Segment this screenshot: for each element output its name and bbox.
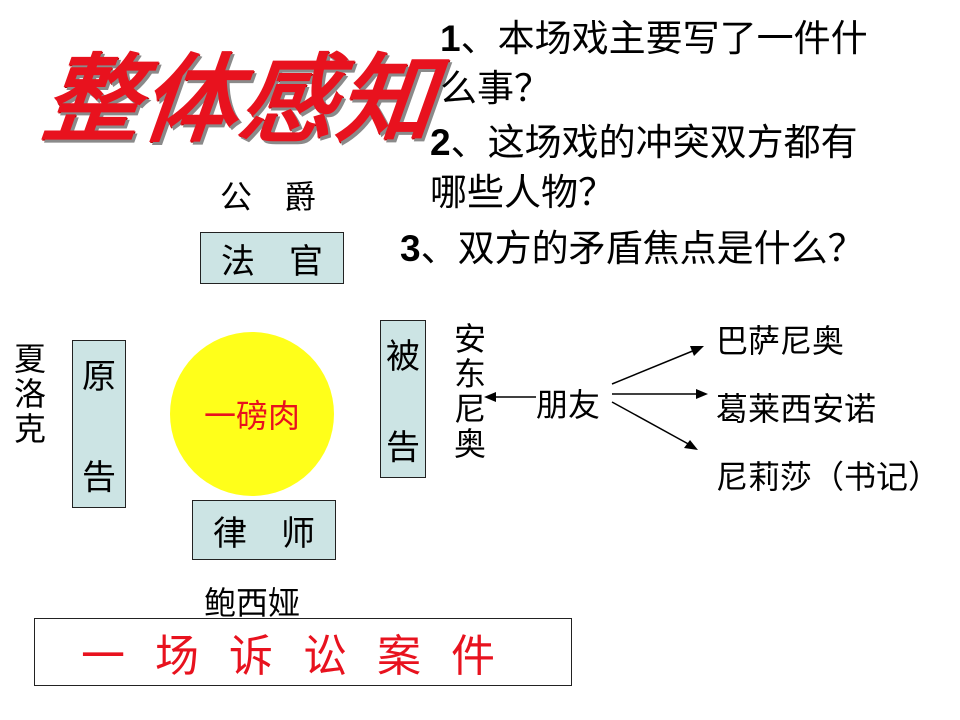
plaintiff-name: 夏 洛 克 — [12, 342, 48, 447]
pound-of-flesh-label: 一磅肉 — [203, 397, 300, 435]
defendant-box: 被 告 — [380, 320, 426, 478]
plaintiff-box: 原 告 — [72, 340, 126, 508]
arrowhead-nerissa — [684, 440, 698, 450]
judge-box: 法 官 — [200, 232, 344, 284]
case-box: 一场诉讼案件 — [34, 618, 572, 686]
question-2-text: 、这场戏的冲突双方都有 — [450, 121, 858, 164]
lawyer-box: 律 师 — [192, 500, 336, 560]
defendant-char-1: 被 — [386, 337, 420, 377]
question-2-number: 2 — [430, 122, 451, 163]
question-1-text: 、本场戏主要写了一件什 — [460, 17, 868, 60]
defendant-name: 安 东 尼 奥 — [452, 322, 488, 462]
question-3-text: 、双方的矛盾焦点是什么？ — [420, 227, 865, 270]
question-1-text-cont: 么事？ — [440, 67, 551, 110]
arrowhead-gratiano — [696, 389, 708, 399]
plaintiff-name-char: 克 — [13, 410, 46, 448]
slide-title: 整体感知 — [38, 43, 443, 156]
question-3: 3、双方的矛盾焦点是什么？ — [400, 224, 865, 274]
question-1-number: 1 — [440, 18, 461, 59]
plaintiff-name-char: 夏 — [13, 340, 46, 378]
arrow-to-bassanio — [611, 347, 701, 385]
lawyer-label: 律 师 — [213, 513, 315, 554]
lawyer-name: 鲍西娅 — [204, 584, 301, 622]
defendant-name-char: 奥 — [453, 425, 486, 463]
case-label: 一场诉讼案件 — [81, 631, 525, 682]
judge-label: 法 官 — [221, 241, 323, 282]
arrow-to-nerissa — [611, 401, 693, 447]
plaintiff-char-2: 告 — [82, 458, 116, 498]
question-1: 1、本场戏主要写了一件什 么事？ — [440, 14, 868, 114]
question-2-text-cont: 哪些人物？ — [430, 171, 615, 214]
duke-label: 公 爵 — [220, 178, 317, 216]
plaintiff-char-1: 原 — [82, 357, 116, 397]
defendant-char-2: 告 — [386, 428, 420, 468]
pound-of-flesh-circle: 一磅肉 — [170, 332, 334, 496]
plaintiff-name-char: 洛 — [13, 375, 46, 413]
defendant-name-char: 尼 — [453, 390, 486, 428]
question-3-number: 3 — [400, 228, 421, 269]
friends-label: 朋友 — [536, 386, 601, 424]
friend-gratiano: 葛莱西安诺 — [716, 390, 877, 428]
defendant-name-char: 安 — [453, 320, 486, 358]
defendant-name-char: 东 — [453, 355, 486, 393]
friend-nerissa: 尼莉莎（书记） — [716, 458, 941, 496]
arrowhead-bassanio — [690, 346, 704, 356]
question-2: 2、这场戏的冲突双方都有 哪些人物？ — [430, 118, 858, 218]
friend-bassanio: 巴萨尼奥 — [716, 322, 845, 360]
